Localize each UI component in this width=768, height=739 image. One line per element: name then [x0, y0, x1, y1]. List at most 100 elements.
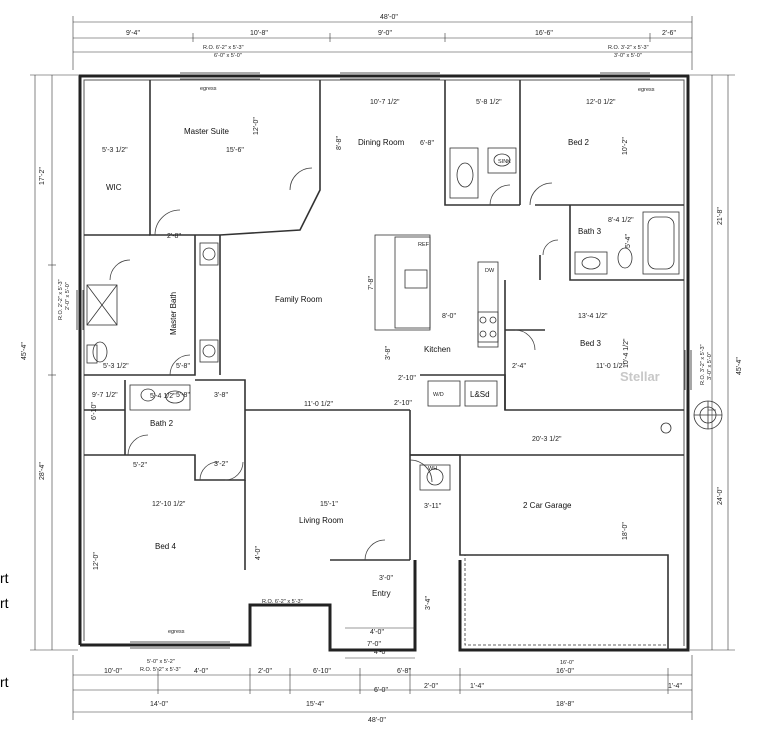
- bed4-ro-label-2: R.O. 5'-2" x 5'-3": [140, 667, 181, 673]
- left-dimensions: [30, 74, 78, 651]
- bed3-dim-c: 11'-0 1/2": [596, 363, 626, 370]
- bottom-dim-e: 6'-8": [397, 668, 411, 675]
- living-dim-b: 11'-0 1/2": [304, 401, 334, 408]
- bottom-dim-b: 4'-0": [194, 668, 208, 675]
- bed3-label: Bed 3: [580, 339, 601, 348]
- bottom-dim-f: 2'-0": [424, 683, 438, 690]
- top-ro-right-2: 3'-0" x 5'-0": [614, 53, 642, 59]
- bed4-ro-label: 5'-0" x 5'-2": [147, 659, 175, 665]
- bottom-dim-row2-a: 14'-0": [150, 701, 168, 708]
- edge-text-1: rt: [0, 570, 9, 586]
- dining-dim-a: 10'-7 1/2": [370, 99, 400, 106]
- master-bath-label: Master Bath: [169, 292, 178, 335]
- bed3-dim-a: 13'-4 1/2": [578, 313, 608, 320]
- bed3-dim-d: 2'-4": [512, 363, 526, 370]
- bottom-dim-a: 10'-0": [104, 668, 122, 675]
- entry-dim-b: 3'-4": [425, 596, 432, 610]
- top-dim-1: 9'-4": [126, 30, 140, 37]
- right-ro: R.O. 3'-2" x 5'-3": [700, 344, 706, 385]
- watermark: Stellar: [620, 369, 660, 384]
- family-room-label: Family Room: [275, 295, 322, 304]
- bed4-egress-label: egress: [168, 629, 185, 635]
- doors: [109, 167, 559, 561]
- living-dim-a: 15'-1": [320, 501, 338, 508]
- bottom-overall-dim: 48'-0": [368, 717, 386, 724]
- bottom-dim-c: 2'-0": [258, 668, 272, 675]
- bed2-dim-a: 12'-0 1/2": [586, 99, 616, 106]
- windows: [76, 72, 692, 649]
- bed4-dim-a: 12'-10 1/2": [152, 501, 186, 508]
- kitchen-dim-a: 8'-0": [442, 313, 456, 320]
- left-ro: R.O. 2'-2" x 5'-3": [58, 279, 64, 320]
- wic-dim: 5'-3 1/2": [102, 147, 128, 154]
- bed3-dim-b: 10'-4 1/2": [623, 338, 630, 368]
- garage-label: 2 Car Garage: [523, 501, 572, 510]
- entry-bottom-dim-2: 7'-0": [367, 641, 381, 648]
- bed2-dim-c: 5'-8 1/2": [476, 99, 502, 106]
- laundry-label: L&Sd: [470, 390, 490, 399]
- bath2-dim-b: 6'-10": [91, 402, 98, 420]
- top-ro-left-2: 6'-0" x 5'-0": [214, 53, 242, 59]
- top-dim-4: 16'-6": [535, 30, 553, 37]
- laundry-dim: 2'-10": [394, 400, 412, 407]
- bath2-dim-a: 5'-4 1/2": [150, 393, 176, 400]
- top-dim-2: 10'-8": [250, 30, 268, 37]
- compass-symbol: [660, 400, 723, 434]
- outer-walls: [78, 74, 690, 652]
- dining-dim-b: 8'-8": [336, 136, 343, 150]
- hall-dim: 9'-7 1/2": [92, 392, 118, 399]
- fixture-wd-label: W/D: [433, 392, 444, 398]
- bottom-dim-d: 6'-10": [313, 668, 331, 675]
- left-ro-2: 2'-0" x 5'-0": [65, 282, 71, 310]
- right-dim-3: 24'-0": [717, 487, 724, 505]
- bed4-label: Bed 4: [155, 542, 176, 551]
- top-dim-3: 9'-0": [378, 30, 392, 37]
- master-egress-label: egress: [200, 86, 217, 92]
- linen-dim: 5'-8": [176, 392, 190, 399]
- entry-bottom-dim-1: 4'-0": [374, 649, 388, 656]
- right-dim-2: 45'-4": [736, 357, 743, 375]
- kitchen-dim-c: 3'-8": [385, 346, 392, 360]
- right-dim-1: 21'-8": [717, 207, 724, 225]
- entry-label: Entry: [372, 589, 391, 598]
- top-ro-right: R.O. 3'-2" x 5'-3": [608, 45, 649, 51]
- small-dim-1: 2'-8": [167, 233, 181, 240]
- master-suite-dim-a: 15'-6": [226, 147, 244, 154]
- fixture-dw-label: DW: [485, 268, 495, 274]
- entry-ro: R.O. 6'-2" x 5'-3": [262, 599, 303, 605]
- bottom-dimensions: [72, 627, 693, 720]
- living-room-label: Living Room: [299, 516, 344, 525]
- master-suite-label: Master Suite: [184, 127, 229, 136]
- bed2-dim-b: 10'-2": [622, 137, 629, 155]
- garage-door-dim: 16'-0": [560, 660, 574, 666]
- bed4-dim-b: 12'-0": [93, 552, 100, 570]
- edge-text-3: rt: [0, 674, 9, 690]
- small-dim-5: 2'-10": [398, 375, 416, 382]
- interior-walls: [84, 80, 684, 650]
- bath3-label: Bath 3: [578, 227, 602, 236]
- left-dim-2: 45'-4": [21, 342, 28, 360]
- left-dim-1: 17'-2": [39, 167, 46, 185]
- left-dim-3: 28'-4": [39, 462, 46, 480]
- right-dimensions: [690, 74, 735, 651]
- dining-label: Dining Room: [358, 138, 405, 147]
- kitchen-dim-b: 7'-8": [368, 276, 375, 290]
- garage-dim-a: 20'-3 1/2": [532, 436, 562, 443]
- small-dim-3: 3'-11": [424, 503, 442, 510]
- bath3-dim-a: 8'-4 1/2": [608, 217, 634, 224]
- bed2-egress-label: egress: [638, 87, 655, 93]
- top-dim-5: 2'-6": [662, 30, 676, 37]
- garage-dim-b: 18'-0": [622, 522, 629, 540]
- master-bath-dim-b: 5'-3 1/2": [103, 363, 129, 370]
- bottom-dim-g: 1'-4": [470, 683, 484, 690]
- bottom-dim-row2-b: 15'-4": [306, 701, 324, 708]
- top-dimensions: [72, 16, 693, 70]
- dining-dim-c: 6'-8": [420, 140, 434, 147]
- fixture-sink-label: SINK: [498, 159, 511, 165]
- small-dim-4: 4'-0": [370, 629, 384, 636]
- bottom-dim-row2-c: 18'-8": [556, 701, 574, 708]
- bed4-dim-c: 5'-2": [133, 462, 147, 469]
- bottom-dim-i: 1'-4": [668, 683, 682, 690]
- master-suite-dim-b: 12'-0": [253, 117, 260, 135]
